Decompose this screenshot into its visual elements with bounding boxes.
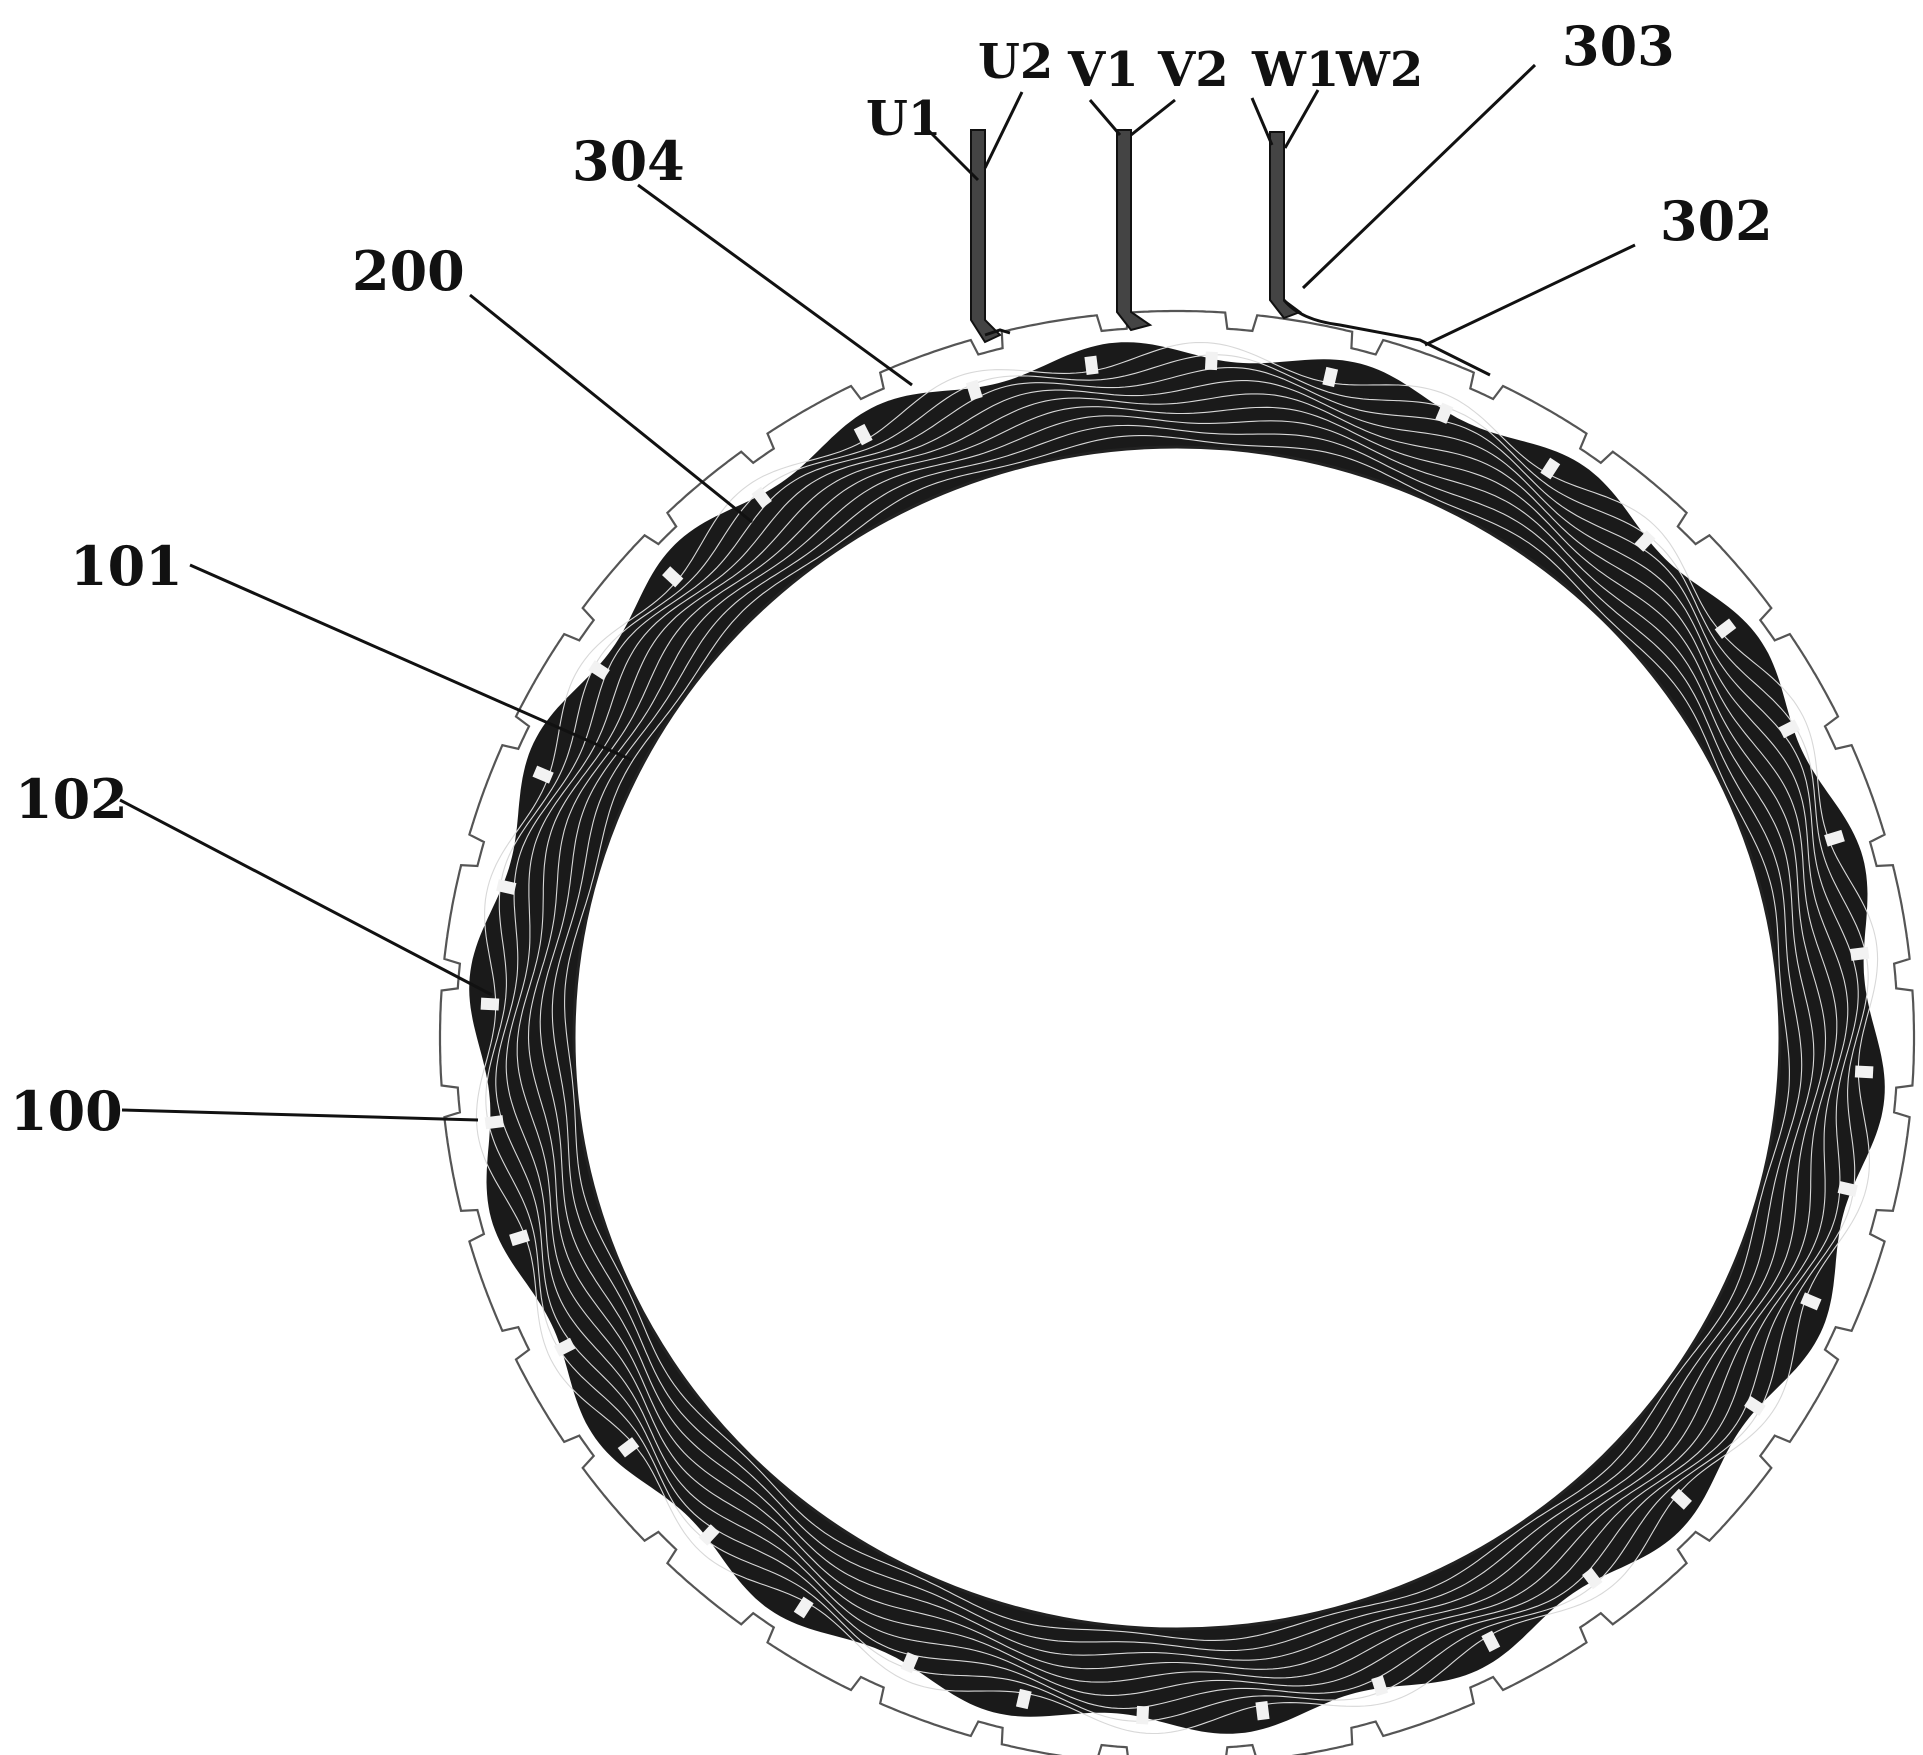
- label-u2: U2: [978, 34, 1053, 90]
- slot-mark: [1824, 829, 1845, 847]
- slot-mark: [1714, 618, 1737, 639]
- terminal-leads: [970, 129, 1491, 377]
- leader-302: [1424, 243, 1636, 347]
- slot-mark: [1371, 1675, 1389, 1697]
- leader-303: [1301, 63, 1537, 290]
- slot-mark: [1255, 1701, 1270, 1721]
- slot-mark: [900, 1652, 919, 1674]
- slot-mark: [1015, 1688, 1032, 1710]
- slot-mark: [853, 423, 873, 446]
- winding-strand: [564, 435, 1790, 1641]
- slot-mark: [1204, 351, 1218, 371]
- leader-101: [189, 563, 633, 762]
- lead-u: [970, 129, 1002, 344]
- winding-strand: [516, 393, 1838, 1683]
- slot-mark: [480, 997, 500, 1011]
- winding-band: [469, 341, 1885, 1735]
- slot-mark: [965, 379, 983, 401]
- slot-mark: [588, 660, 610, 681]
- leader-v1: [1088, 99, 1122, 136]
- lead-u-base: [984, 328, 1011, 337]
- leader-200: [469, 293, 753, 524]
- label-u1: U1: [866, 91, 941, 147]
- slot-mark: [1778, 719, 1801, 739]
- housing-outline: [438, 309, 1916, 1755]
- winding-strand: [505, 380, 1849, 1696]
- slot-mark: [1435, 402, 1454, 424]
- slot-mark: [1582, 1567, 1603, 1590]
- leader-304: [637, 183, 913, 387]
- winding-strand: [475, 341, 1879, 1735]
- slot-mark: [1670, 1488, 1692, 1510]
- label-v2: V2: [1157, 42, 1229, 98]
- winding-strand: [495, 366, 1859, 1710]
- label-200: 200: [352, 239, 465, 303]
- slot-mark: [662, 566, 684, 588]
- leader-lines: [119, 63, 1636, 1122]
- winding-strand: [527, 406, 1827, 1670]
- slot-mark: [1634, 530, 1656, 552]
- slot-mark: [509, 1229, 530, 1247]
- slot-mark: [496, 879, 517, 895]
- slot-mark: [484, 1115, 504, 1130]
- label-304: 304: [572, 129, 685, 193]
- label-302: 302: [1660, 189, 1773, 253]
- leader-u1: [926, 128, 980, 182]
- slot-mark: [553, 1337, 576, 1357]
- slot-mark: [1322, 366, 1339, 388]
- label-w2: W2: [1335, 42, 1423, 98]
- slot-mark: [751, 486, 772, 509]
- slot-mark: [1837, 1181, 1858, 1197]
- slot-mark: [1854, 1065, 1874, 1079]
- stator-housing-ring: [438, 309, 1916, 1755]
- slot-mark: [1540, 457, 1561, 480]
- label-v1: V1: [1067, 42, 1139, 98]
- lead-w: [1269, 131, 1303, 320]
- label-102: 102: [15, 767, 128, 831]
- slot-mark: [1481, 1630, 1501, 1653]
- terminal-labels: U1 U2 V1 V2 W1 W2: [866, 34, 1423, 147]
- label-101: 101: [70, 534, 183, 598]
- leader-100: [121, 1108, 479, 1122]
- slot-mark: [1850, 946, 1870, 961]
- slot-mark: [1136, 1705, 1150, 1725]
- winding-strand: [539, 415, 1815, 1661]
- label-100: 100: [10, 1079, 123, 1143]
- rotor-bore: [572, 445, 1782, 1631]
- slot-mark: [1084, 355, 1099, 375]
- leader-w2: [1283, 89, 1320, 149]
- winding-strand: [485, 354, 1869, 1722]
- lead-v: [1116, 129, 1153, 332]
- lead-302: [1282, 299, 1491, 377]
- slot-mark: [1744, 1395, 1766, 1416]
- winding-strand: [551, 424, 1803, 1652]
- leader-102: [119, 798, 493, 997]
- slot-mark: [698, 1524, 720, 1546]
- reference-labels: 100 101 102 200 302 303 304: [10, 14, 1773, 1143]
- leader-w1: [1250, 97, 1274, 146]
- label-303: 303: [1562, 14, 1675, 78]
- slot-mark: [617, 1437, 640, 1458]
- leader-u2: [983, 91, 1024, 169]
- slot-mark: [1800, 1292, 1822, 1311]
- slot-mark: [532, 765, 554, 784]
- leader-v2: [1130, 98, 1176, 137]
- slot-mark: [793, 1596, 814, 1619]
- label-w1: W1: [1251, 42, 1339, 98]
